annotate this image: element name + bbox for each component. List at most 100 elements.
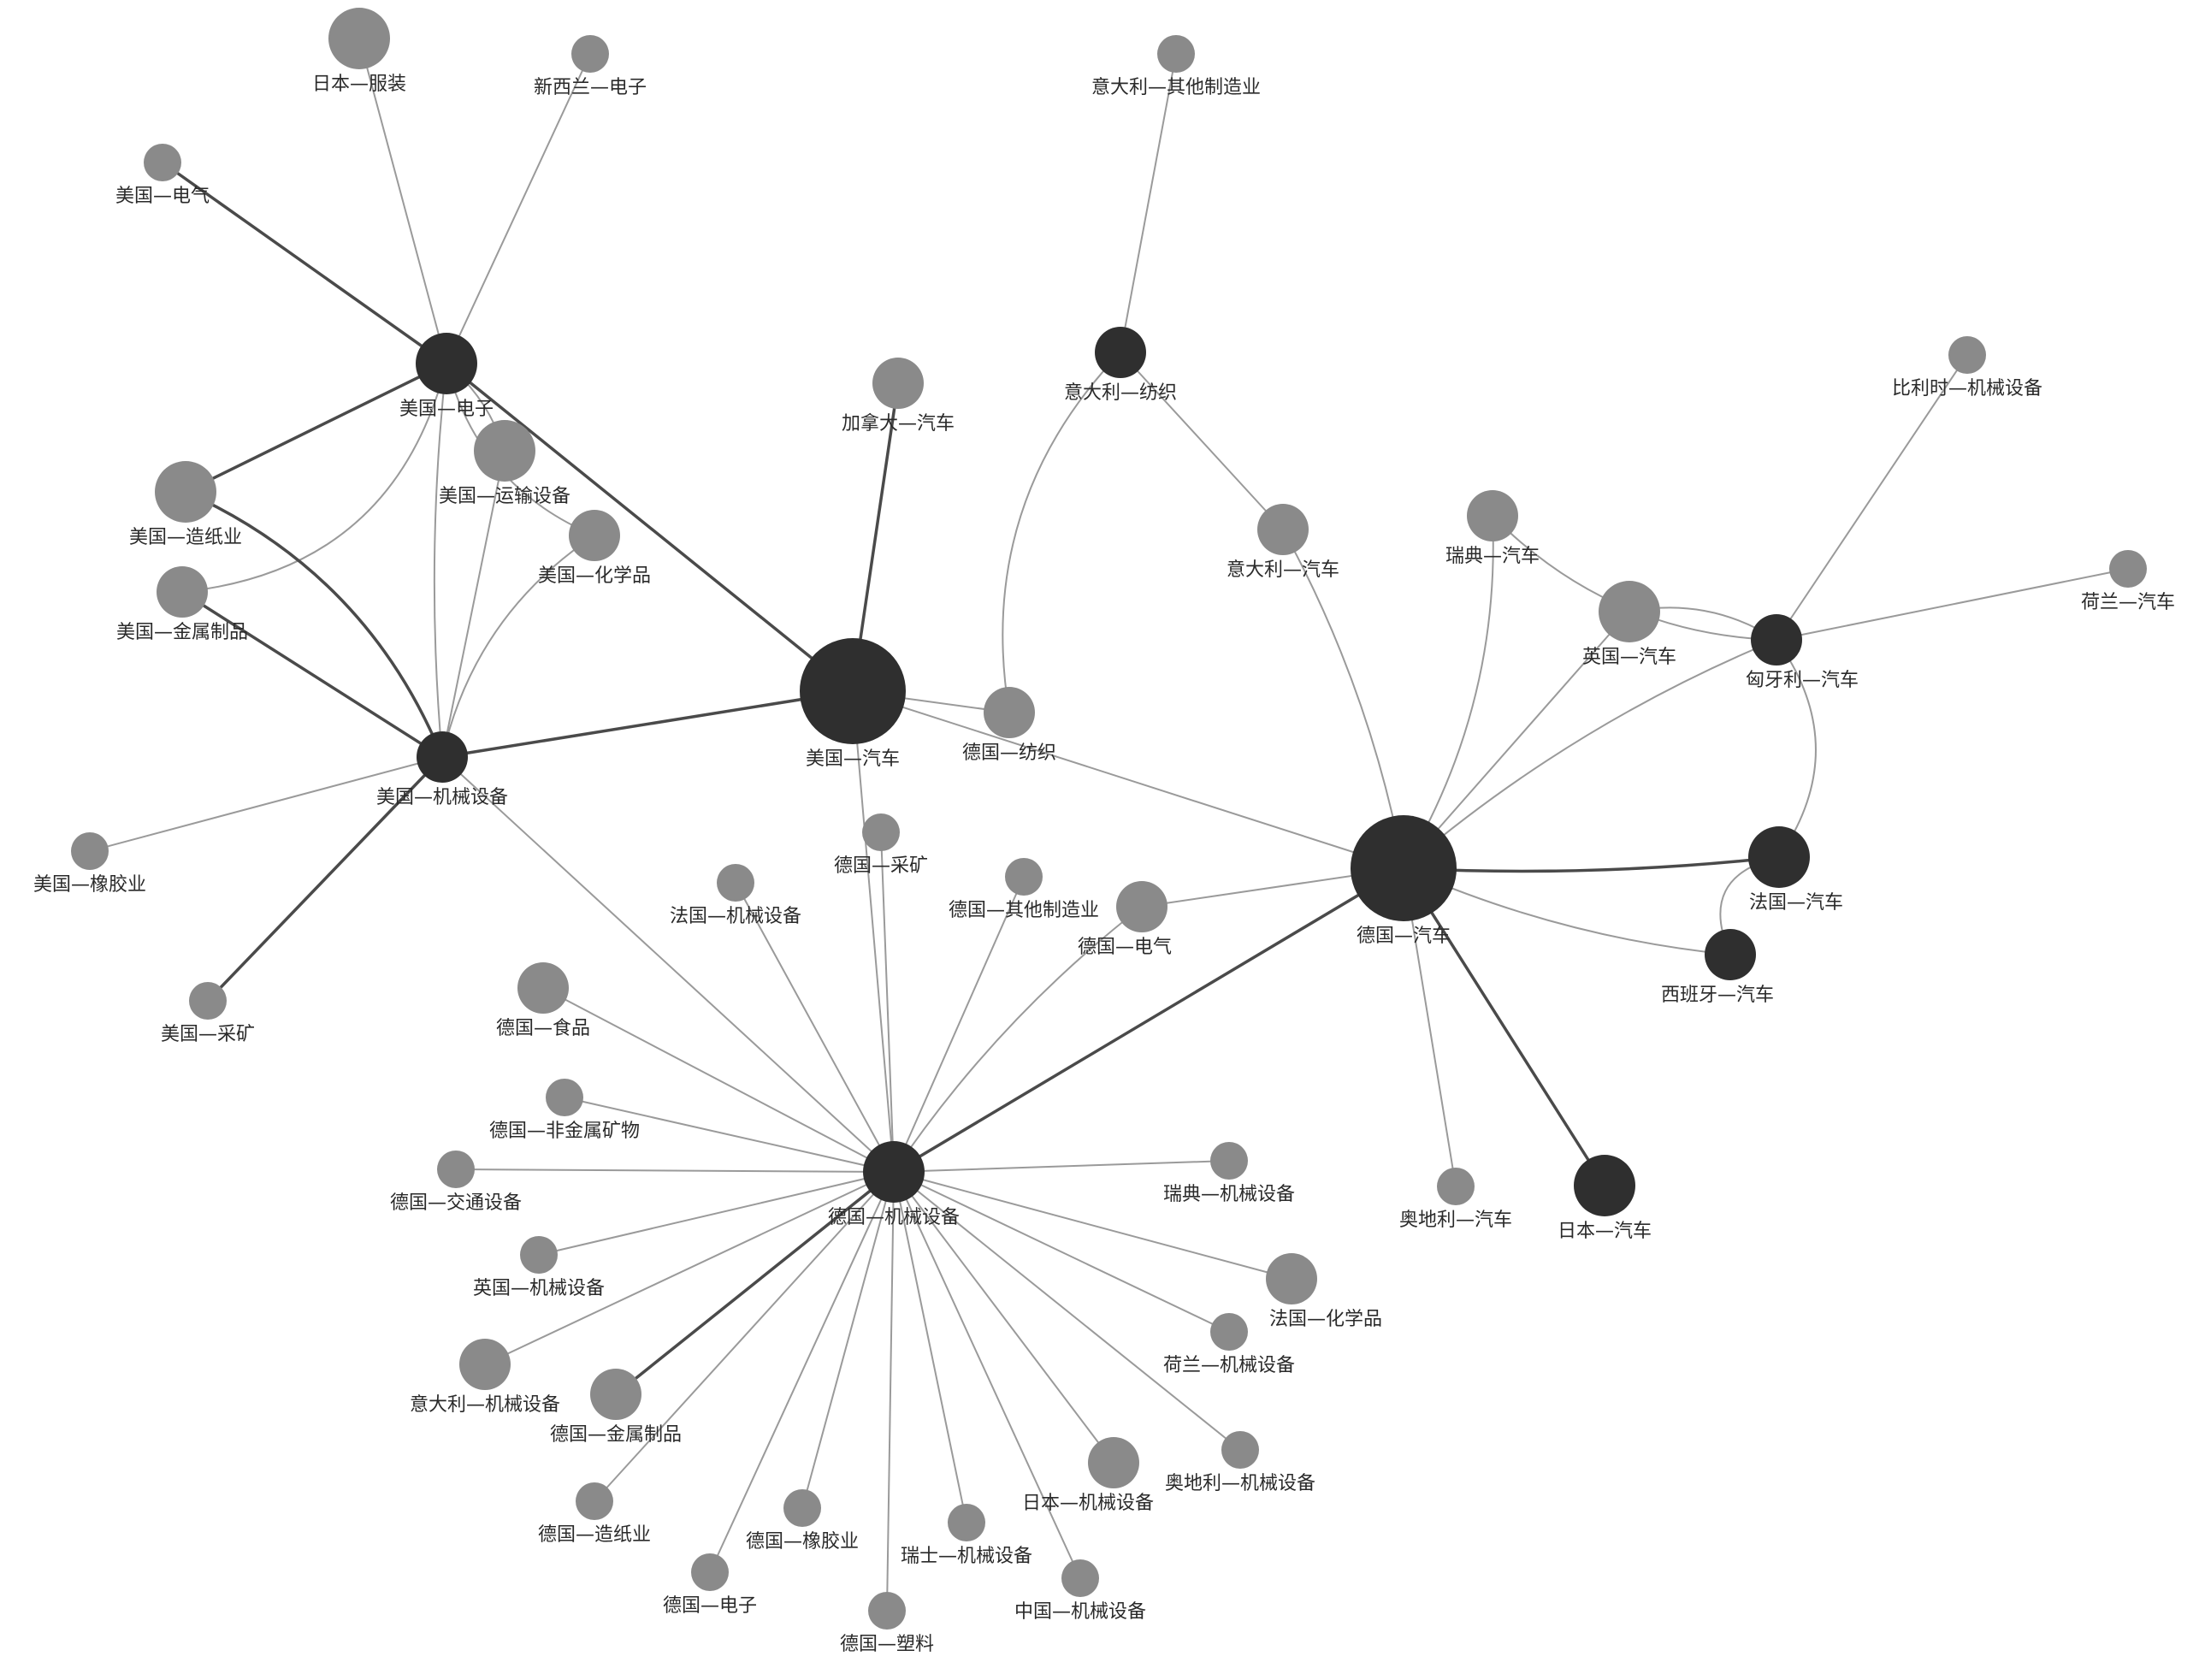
node-n33[interactable] [546, 1079, 583, 1116]
node-label-n5: 德国—汽车 [1357, 926, 1451, 947]
edge-n10-n46 [893, 1171, 1230, 1333]
edge-n10-n37 [614, 1170, 896, 1396]
node-n49[interactable] [1437, 1168, 1475, 1205]
node-n6[interactable] [1705, 929, 1756, 980]
node-n35[interactable] [520, 1236, 558, 1274]
node-label-n1: 美国—电子 [399, 399, 494, 420]
labels-layer: 美国—电子美国—机械设备美国—汽车意大利—纺织德国—汽车西班牙—汽车法国—汽车匈… [33, 74, 2175, 1655]
edge-n5-n21 [1403, 515, 1494, 869]
node-n46[interactable] [1210, 1313, 1248, 1351]
edge-n5-n8 [1403, 639, 1777, 869]
edge-n10-n41 [886, 1171, 895, 1612]
node-n3[interactable] [800, 638, 906, 744]
node-label-n49: 奥地利—汽车 [1399, 1210, 1512, 1231]
node-n47[interactable] [1266, 1253, 1317, 1304]
node-n13[interactable] [144, 144, 181, 181]
node-label-n31: 德国—电气 [1078, 937, 1172, 958]
node-label-n32: 德国—食品 [496, 1018, 590, 1039]
node-n14[interactable] [1157, 35, 1195, 73]
edge-n2-n18 [441, 535, 595, 758]
node-n44[interactable] [1088, 1437, 1139, 1488]
edge-n3-n5 [852, 690, 1404, 869]
node-label-n25: 德国—纺织 [962, 742, 1056, 764]
node-n17[interactable] [155, 461, 216, 523]
edge-n10-n36 [484, 1171, 895, 1365]
node-n27[interactable] [189, 982, 227, 1020]
node-label-n26: 美国—橡胶业 [33, 874, 146, 896]
edge-n4-n14 [1120, 53, 1177, 353]
nodes-layer [71, 8, 2147, 1630]
edge-n2-n19 [181, 590, 443, 759]
node-label-n18: 美国—化学品 [538, 565, 651, 587]
node-n38[interactable] [576, 1482, 613, 1520]
node-label-n23: 比利时—机械设备 [1892, 378, 2042, 399]
node-label-n21: 瑞典—汽车 [1445, 546, 1540, 567]
node-n20[interactable] [1257, 504, 1309, 555]
node-n8[interactable] [1751, 614, 1802, 665]
node-n40[interactable] [783, 1489, 821, 1527]
edge-n2-n26 [89, 756, 443, 852]
node-n12[interactable] [571, 35, 609, 73]
node-n18[interactable] [569, 510, 620, 561]
node-n42[interactable] [948, 1504, 985, 1541]
node-label-n34: 德国—交通设备 [390, 1192, 522, 1214]
node-n22[interactable] [1599, 581, 1660, 642]
node-n29[interactable] [717, 864, 754, 902]
node-n21[interactable] [1467, 490, 1518, 541]
node-n30[interactable] [1005, 858, 1043, 896]
node-label-n27: 美国—采矿 [161, 1024, 255, 1045]
node-n45[interactable] [1221, 1431, 1259, 1469]
edge-n1-n17 [185, 362, 447, 494]
node-label-n10: 德国—机械设备 [828, 1207, 960, 1228]
node-n37[interactable] [590, 1369, 641, 1420]
node-n1[interactable] [416, 333, 477, 394]
node-label-n33: 德国—非金属矿物 [489, 1121, 640, 1142]
node-n28[interactable] [862, 813, 900, 851]
edge-n8-n7 [1776, 639, 1817, 858]
node-label-n38: 德国—造纸业 [538, 1524, 651, 1546]
node-label-n44: 日本—机械设备 [1022, 1493, 1154, 1514]
node-label-n41: 德国—塑料 [840, 1634, 934, 1655]
node-n10[interactable] [863, 1141, 925, 1203]
node-label-n28: 德国—采矿 [834, 855, 928, 877]
node-n24[interactable] [2109, 550, 2147, 588]
node-label-n46: 荷兰—机械设备 [1163, 1355, 1295, 1376]
node-n2[interactable] [417, 731, 468, 783]
node-n34[interactable] [437, 1151, 475, 1188]
edge-n8-n24 [1776, 568, 2129, 641]
edge-n4-n20 [1120, 352, 1284, 530]
node-label-n7: 法国—汽车 [1749, 892, 1843, 914]
node-label-n48: 瑞典—机械设备 [1163, 1184, 1295, 1205]
node-n9[interactable] [1574, 1155, 1635, 1216]
node-n23[interactable] [1948, 336, 1986, 374]
node-n32[interactable] [517, 962, 569, 1014]
node-n31[interactable] [1116, 881, 1167, 932]
edge-n2-n17 [185, 490, 444, 758]
node-label-n16: 美国—运输设备 [439, 486, 570, 507]
node-label-n43: 中国—机械设备 [1014, 1601, 1146, 1623]
node-label-n11: 日本—服装 [312, 74, 406, 95]
node-label-n42: 瑞士—机械设备 [901, 1546, 1032, 1567]
node-n16[interactable] [474, 420, 535, 482]
edge-n10-n47 [893, 1171, 1292, 1280]
node-n25[interactable] [984, 687, 1035, 738]
node-n7[interactable] [1748, 826, 1810, 888]
node-label-n24: 荷兰—汽车 [2081, 592, 2175, 613]
node-n48[interactable] [1210, 1142, 1248, 1180]
edge-n2-n3 [441, 689, 854, 759]
node-n43[interactable] [1061, 1559, 1099, 1597]
node-label-n39: 德国—电子 [663, 1595, 757, 1617]
node-n11[interactable] [328, 8, 390, 69]
node-n4[interactable] [1095, 327, 1146, 378]
node-n39[interactable] [691, 1553, 729, 1591]
edge-n10-n44 [893, 1171, 1114, 1464]
node-n5[interactable] [1351, 815, 1457, 921]
node-n15[interactable] [872, 358, 924, 409]
node-n36[interactable] [459, 1339, 511, 1390]
edge-n10-n38 [594, 1171, 895, 1502]
node-n26[interactable] [71, 832, 109, 870]
edge-n5-n10 [893, 867, 1404, 1174]
node-n19[interactable] [157, 566, 208, 618]
node-n41[interactable] [868, 1592, 906, 1630]
node-label-n19: 美国—金属制品 [116, 622, 248, 643]
